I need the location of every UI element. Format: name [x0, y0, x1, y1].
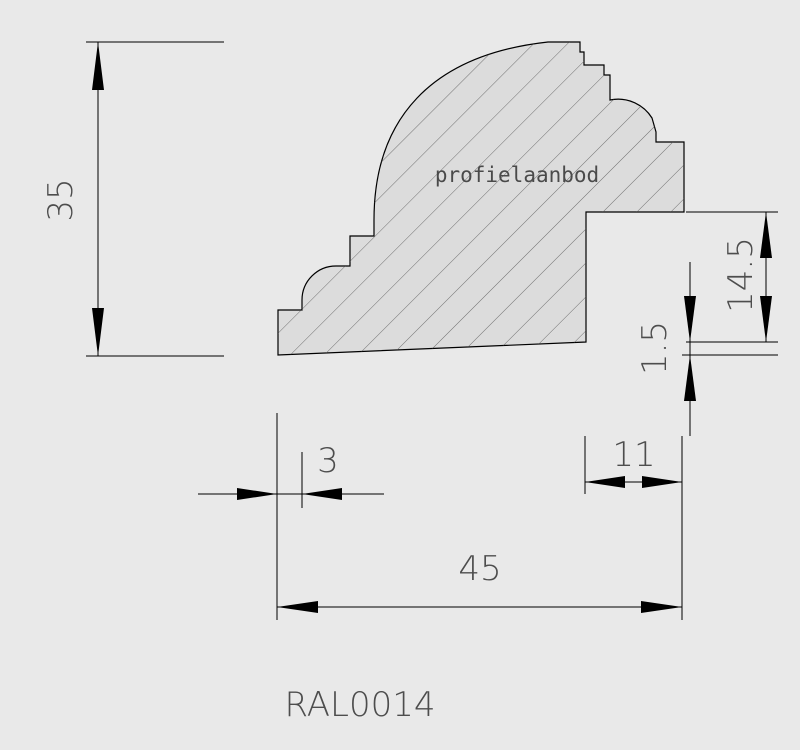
dim-height-total: 35	[41, 41, 224, 357]
product-code: RAL0014	[285, 685, 436, 725]
arrow-right-icon	[641, 601, 682, 613]
arrow-left-icon	[585, 476, 625, 488]
dim-label-35: 35	[41, 178, 81, 221]
arrow-down-icon	[684, 296, 696, 342]
arrow-left-icon	[302, 488, 342, 500]
dim-height-step: 14.5	[686, 211, 778, 343]
arrow-left-icon	[277, 601, 318, 613]
arrow-up-icon	[760, 212, 772, 258]
arrow-up-icon	[92, 42, 104, 90]
arrow-right-icon	[237, 488, 277, 500]
profile-section: profielaanbod	[277, 41, 685, 356]
watermark-text: profielaanbod	[435, 163, 599, 187]
dim-width-total: 45	[277, 549, 682, 613]
arrow-up-icon	[684, 355, 696, 401]
dim-label-3: 3	[317, 441, 339, 481]
dim-width-tongue: 11	[584, 435, 683, 620]
dim-label-11: 11	[612, 435, 655, 475]
dim-label-1-5: 1.5	[635, 321, 675, 375]
arrow-down-icon	[760, 296, 772, 342]
dim-width-lip: 3	[198, 413, 384, 620]
profile-hatch	[278, 42, 684, 355]
arrow-down-icon	[92, 308, 104, 356]
dim-label-45: 45	[458, 549, 501, 589]
dim-label-14-5: 14.5	[721, 237, 761, 313]
arrow-right-icon	[642, 476, 682, 488]
dim-height-gap: 1.5	[635, 262, 778, 436]
